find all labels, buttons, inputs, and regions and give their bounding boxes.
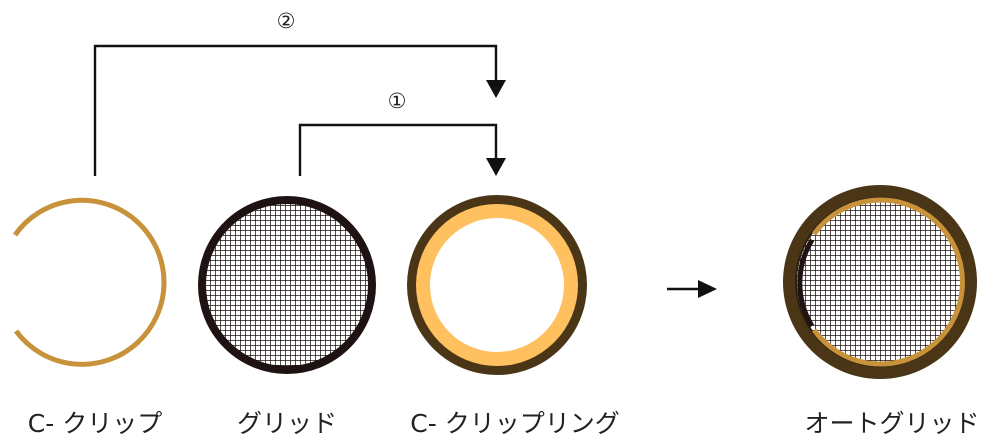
step-2-marker: ② — [277, 9, 296, 33]
step-1-arrowhead — [486, 158, 506, 176]
result-arrow — [667, 280, 717, 298]
step-1-connector — [298, 123, 506, 176]
step-2-connector — [93, 44, 506, 176]
autogrid-disc — [783, 185, 977, 379]
label-autogrid: オートグリッド — [804, 409, 979, 438]
label-c-clip-ring: C- クリップリング — [410, 409, 619, 438]
step-2-arrowhead — [486, 80, 506, 98]
c-clip-ring — [12, 197, 167, 367]
step-1-marker: ① — [388, 89, 407, 113]
c-clip-ring-assembly — [407, 195, 587, 375]
label-grid: グリッド — [237, 409, 337, 438]
label-c-clip: C- クリップ — [28, 409, 162, 438]
grid-disc — [198, 196, 376, 374]
